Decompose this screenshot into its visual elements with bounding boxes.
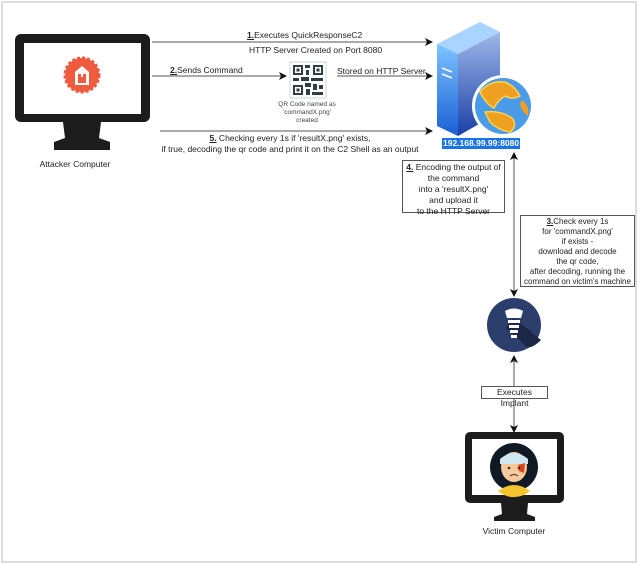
step3-line: if exists - [561,237,594,246]
server-ip-label: 192.168.99.99:8080 [442,138,521,149]
step1-sub-label: HTTP Server Created on Port 8080 [249,45,383,55]
step3-box: 3.Check every 1s for 'commandX.png' if e… [520,215,635,287]
step4-box: 4. Encoding the output of the command in… [402,160,505,216]
stored-label: Stored on HTTP Server [337,66,426,76]
globe-icon [472,75,534,137]
step5-label: 5. Checking every 1s if 'resultX.png' ex… [150,133,430,155]
implant-icon [487,298,541,352]
step5-number: 5. [209,133,217,143]
step4-line: into a 'resultX.png' [418,184,489,194]
step3-line: Check every 1s [553,217,609,226]
qr-caption-line: QR Code named as [278,101,336,108]
step4-line: the command [427,173,480,183]
step4-line: to the HTTP Server [416,206,491,216]
qr-caption-line: created [296,117,318,124]
qr-caption: QR Code named as 'commandX.png' created [262,101,352,125]
step3-line: command on victim's machine [524,277,631,286]
step1-number: 1. [247,30,255,40]
step3-line: for 'commandX.png' [542,227,613,236]
executes-implant-label: Executes Implant [481,386,548,408]
step1-label: 1.Executes QuickResponseC2 [247,30,362,41]
step4-line: and upload it [429,195,478,205]
step3-line: download and decode [538,247,617,256]
step5-line2: if true, decoding the qr code and print … [161,144,419,154]
step4-number: 4. [406,162,414,172]
qr-code-icon [289,61,327,99]
attacker-computer-label: Attacker Computer [39,159,111,169]
step4-line: Encoding the output of [413,162,501,172]
step2-number: 2. [170,65,178,75]
injured-person-icon [490,443,538,498]
step3-number: 3. [546,217,554,226]
step2-label: 2.Sends Command [170,65,243,76]
hacker-icon [63,56,101,94]
step3-line: after decoding, running the [529,267,626,276]
step5-line1: Checking every 1s if 'resultX.png' exist… [216,133,371,143]
step1-text: Executes QuickResponseC2 [254,30,363,40]
step3-line: the qr code, [556,257,599,266]
victim-computer-label: Victim Computer [482,526,546,536]
qr-caption-line: 'commandX.png' [282,109,331,116]
step2-text: Sends Command [177,65,243,75]
